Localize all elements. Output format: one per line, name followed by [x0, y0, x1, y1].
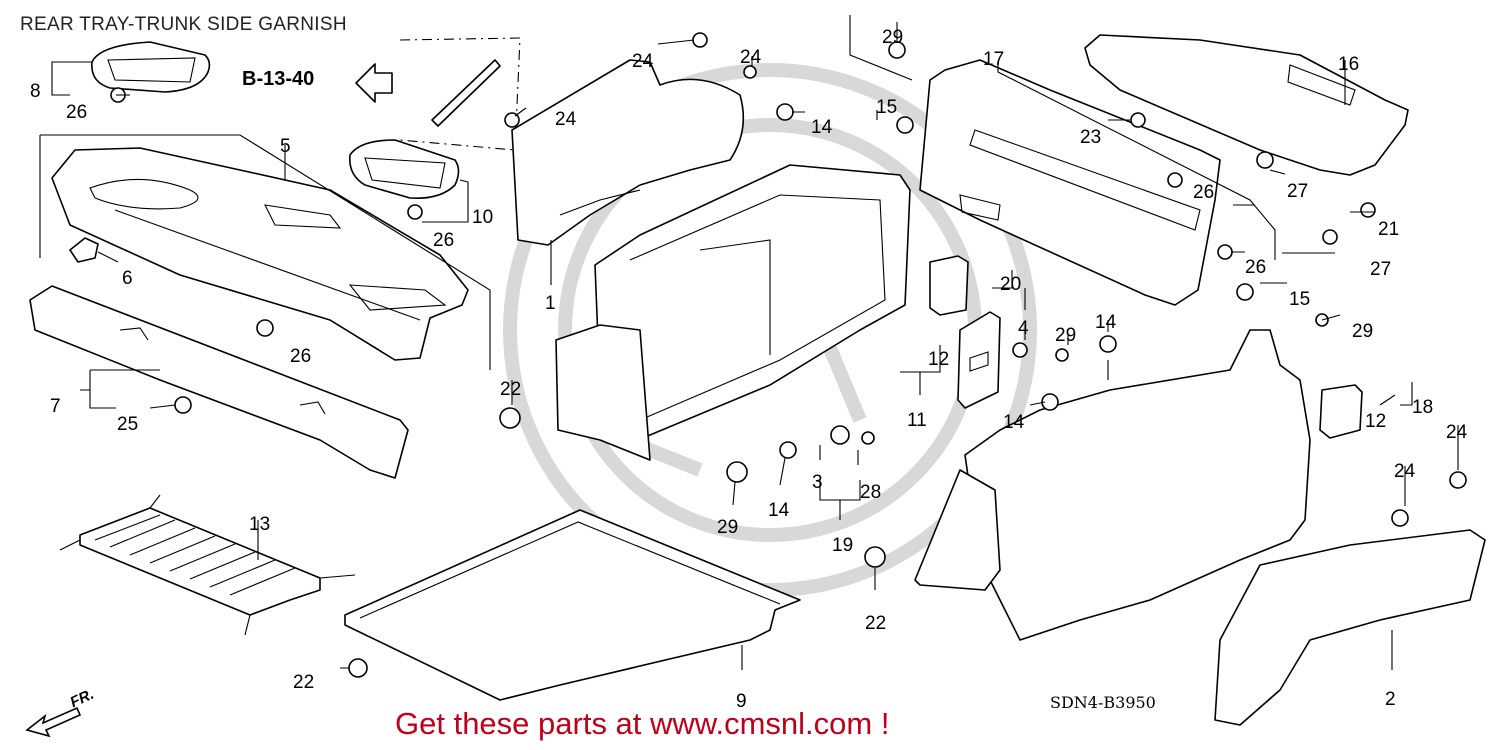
fastener-clips — [110, 32, 1467, 678]
part-8-cover — [91, 41, 211, 93]
part-7-trim-strip — [29, 285, 409, 479]
part-10-cover — [348, 139, 460, 200]
callout-23[interactable]: 23 — [1080, 127, 1101, 148]
callout-21[interactable]: 21 — [1378, 219, 1399, 240]
callout-15[interactable]: 15 — [1289, 289, 1310, 310]
callout-25[interactable]: 25 — [117, 414, 138, 435]
part-9-floor-mat — [344, 509, 801, 701]
callout-2[interactable]: 2 — [1385, 689, 1396, 710]
drawing-code: SDN4-B3950 — [1050, 693, 1156, 712]
part-5-rear-tray — [51, 147, 469, 361]
trunk-side-panel-left — [555, 324, 651, 461]
callout-26[interactable]: 26 — [1193, 182, 1214, 203]
leader-lines — [39, 15, 1459, 670]
part-12-cover-a — [929, 255, 969, 316]
detail-box-outline — [399, 37, 521, 151]
callout-19[interactable]: 19 — [832, 535, 853, 556]
callout-3[interactable]: 3 — [812, 472, 823, 493]
callout-29[interactable]: 29 — [1352, 321, 1373, 342]
reference-link-label[interactable]: B-13-40 — [242, 68, 315, 90]
callout-11[interactable]: 11 — [907, 410, 927, 431]
callout-10[interactable]: 10 — [472, 207, 493, 228]
callout-12[interactable]: 12 — [1365, 411, 1386, 432]
callout-26[interactable]: 26 — [433, 230, 454, 251]
part-20-bracket — [957, 311, 1001, 409]
part-13-cargo-net — [59, 494, 356, 636]
callout-24[interactable]: 24 — [740, 47, 762, 68]
trunk-side-panel-right — [914, 469, 1001, 591]
callout-29[interactable]: 29 — [882, 27, 903, 48]
part-16-upper-garnish — [1084, 34, 1409, 176]
callout-16[interactable]: 16 — [1338, 54, 1359, 75]
diagram-title: REAR TRAY-TRUNK SIDE GARNISH — [20, 14, 347, 35]
callout-27[interactable]: 27 — [1287, 181, 1308, 202]
front-arrow-icon — [25, 706, 82, 738]
callout-20[interactable]: 20 — [1000, 274, 1021, 295]
callout-14[interactable]: 14 — [768, 500, 790, 521]
callout-29[interactable]: 29 — [717, 517, 738, 538]
callout-24[interactable]: 24 — [555, 109, 577, 130]
callout-22[interactable]: 22 — [293, 672, 314, 693]
callout-1[interactable]: 1 — [545, 293, 556, 314]
callout-14[interactable]: 14 — [811, 117, 833, 138]
callout-24[interactable]: 24 — [632, 51, 654, 72]
callout-14[interactable]: 14 — [1003, 412, 1025, 433]
callout-5[interactable]: 5 — [280, 136, 291, 157]
callout-26[interactable]: 26 — [66, 102, 87, 123]
callout-9[interactable]: 9 — [736, 691, 747, 712]
part-1-side-garnish-left — [511, 59, 745, 246]
clip-strip-detail — [431, 59, 501, 127]
promo-link[interactable]: Get these parts at www.cmsnl.com ! — [395, 706, 890, 741]
part-2-side-liner — [1214, 529, 1486, 726]
callout-12[interactable]: 12 — [928, 349, 949, 370]
callout-28[interactable]: 28 — [860, 482, 881, 503]
part-6-clip — [69, 237, 99, 263]
callout-4[interactable]: 4 — [1018, 318, 1029, 339]
callout-13[interactable]: 13 — [249, 514, 270, 535]
callout-15[interactable]: 15 — [876, 97, 897, 118]
callout-22[interactable]: 22 — [865, 613, 886, 634]
callout-26[interactable]: 26 — [290, 346, 311, 367]
callout-27[interactable]: 27 — [1370, 259, 1391, 280]
callout-17[interactable]: 17 — [983, 49, 1004, 70]
part-12-cover-b — [1319, 384, 1363, 439]
callout-22[interactable]: 22 — [500, 379, 521, 400]
callout-26[interactable]: 26 — [1245, 257, 1266, 278]
callout-24[interactable]: 24 — [1446, 422, 1468, 443]
callout-7[interactable]: 7 — [50, 396, 61, 417]
callout-29[interactable]: 29 — [1055, 325, 1076, 346]
callout-8[interactable]: 8 — [30, 81, 41, 102]
reference-arrow-icon[interactable] — [355, 63, 393, 103]
callout-24[interactable]: 24 — [1394, 461, 1416, 482]
callout-6[interactable]: 6 — [122, 268, 133, 289]
callout-14[interactable]: 14 — [1095, 312, 1117, 333]
callout-18[interactable]: 18 — [1412, 397, 1433, 418]
